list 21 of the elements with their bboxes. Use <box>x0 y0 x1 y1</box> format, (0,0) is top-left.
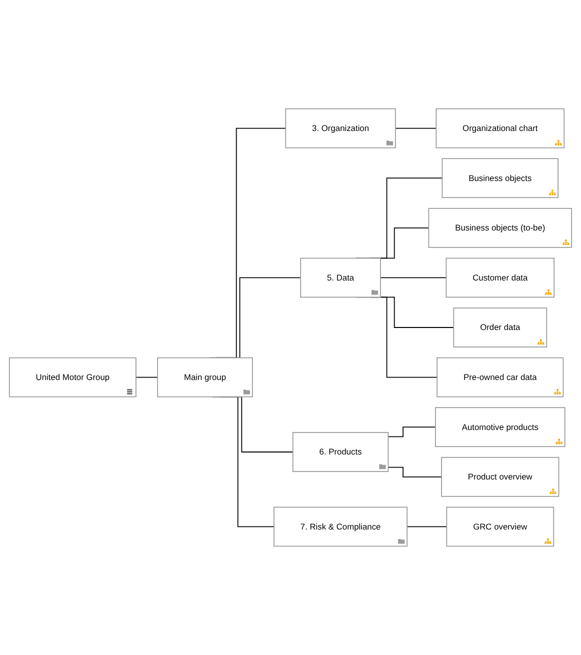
node-box: Organizational chart <box>436 108 565 148</box>
node-box: Order data <box>453 308 548 348</box>
node-box: Customer data <box>446 258 555 298</box>
node-box: 5. Data <box>300 258 381 298</box>
node-box: Business objects (to-be) <box>428 208 572 248</box>
connector <box>380 277 447 278</box>
node-box: GRC overview <box>446 506 554 547</box>
node-box: Main group <box>157 357 253 398</box>
node-box: Pre-owned car data <box>436 357 564 398</box>
connector <box>406 526 448 528</box>
node-box: Business objects <box>442 158 559 198</box>
connector <box>388 466 442 478</box>
node-box: Product overview <box>441 456 560 497</box>
connector <box>136 376 158 378</box>
node-box: 6. Products <box>292 432 389 472</box>
connector <box>388 426 436 438</box>
connector <box>394 128 437 129</box>
node-box: 7. Risk & Compliance <box>274 506 408 547</box>
node-box: 3. Organization <box>285 108 396 148</box>
node-box: United Motor Group <box>8 357 136 398</box>
node-box: Automotive products <box>435 407 566 448</box>
